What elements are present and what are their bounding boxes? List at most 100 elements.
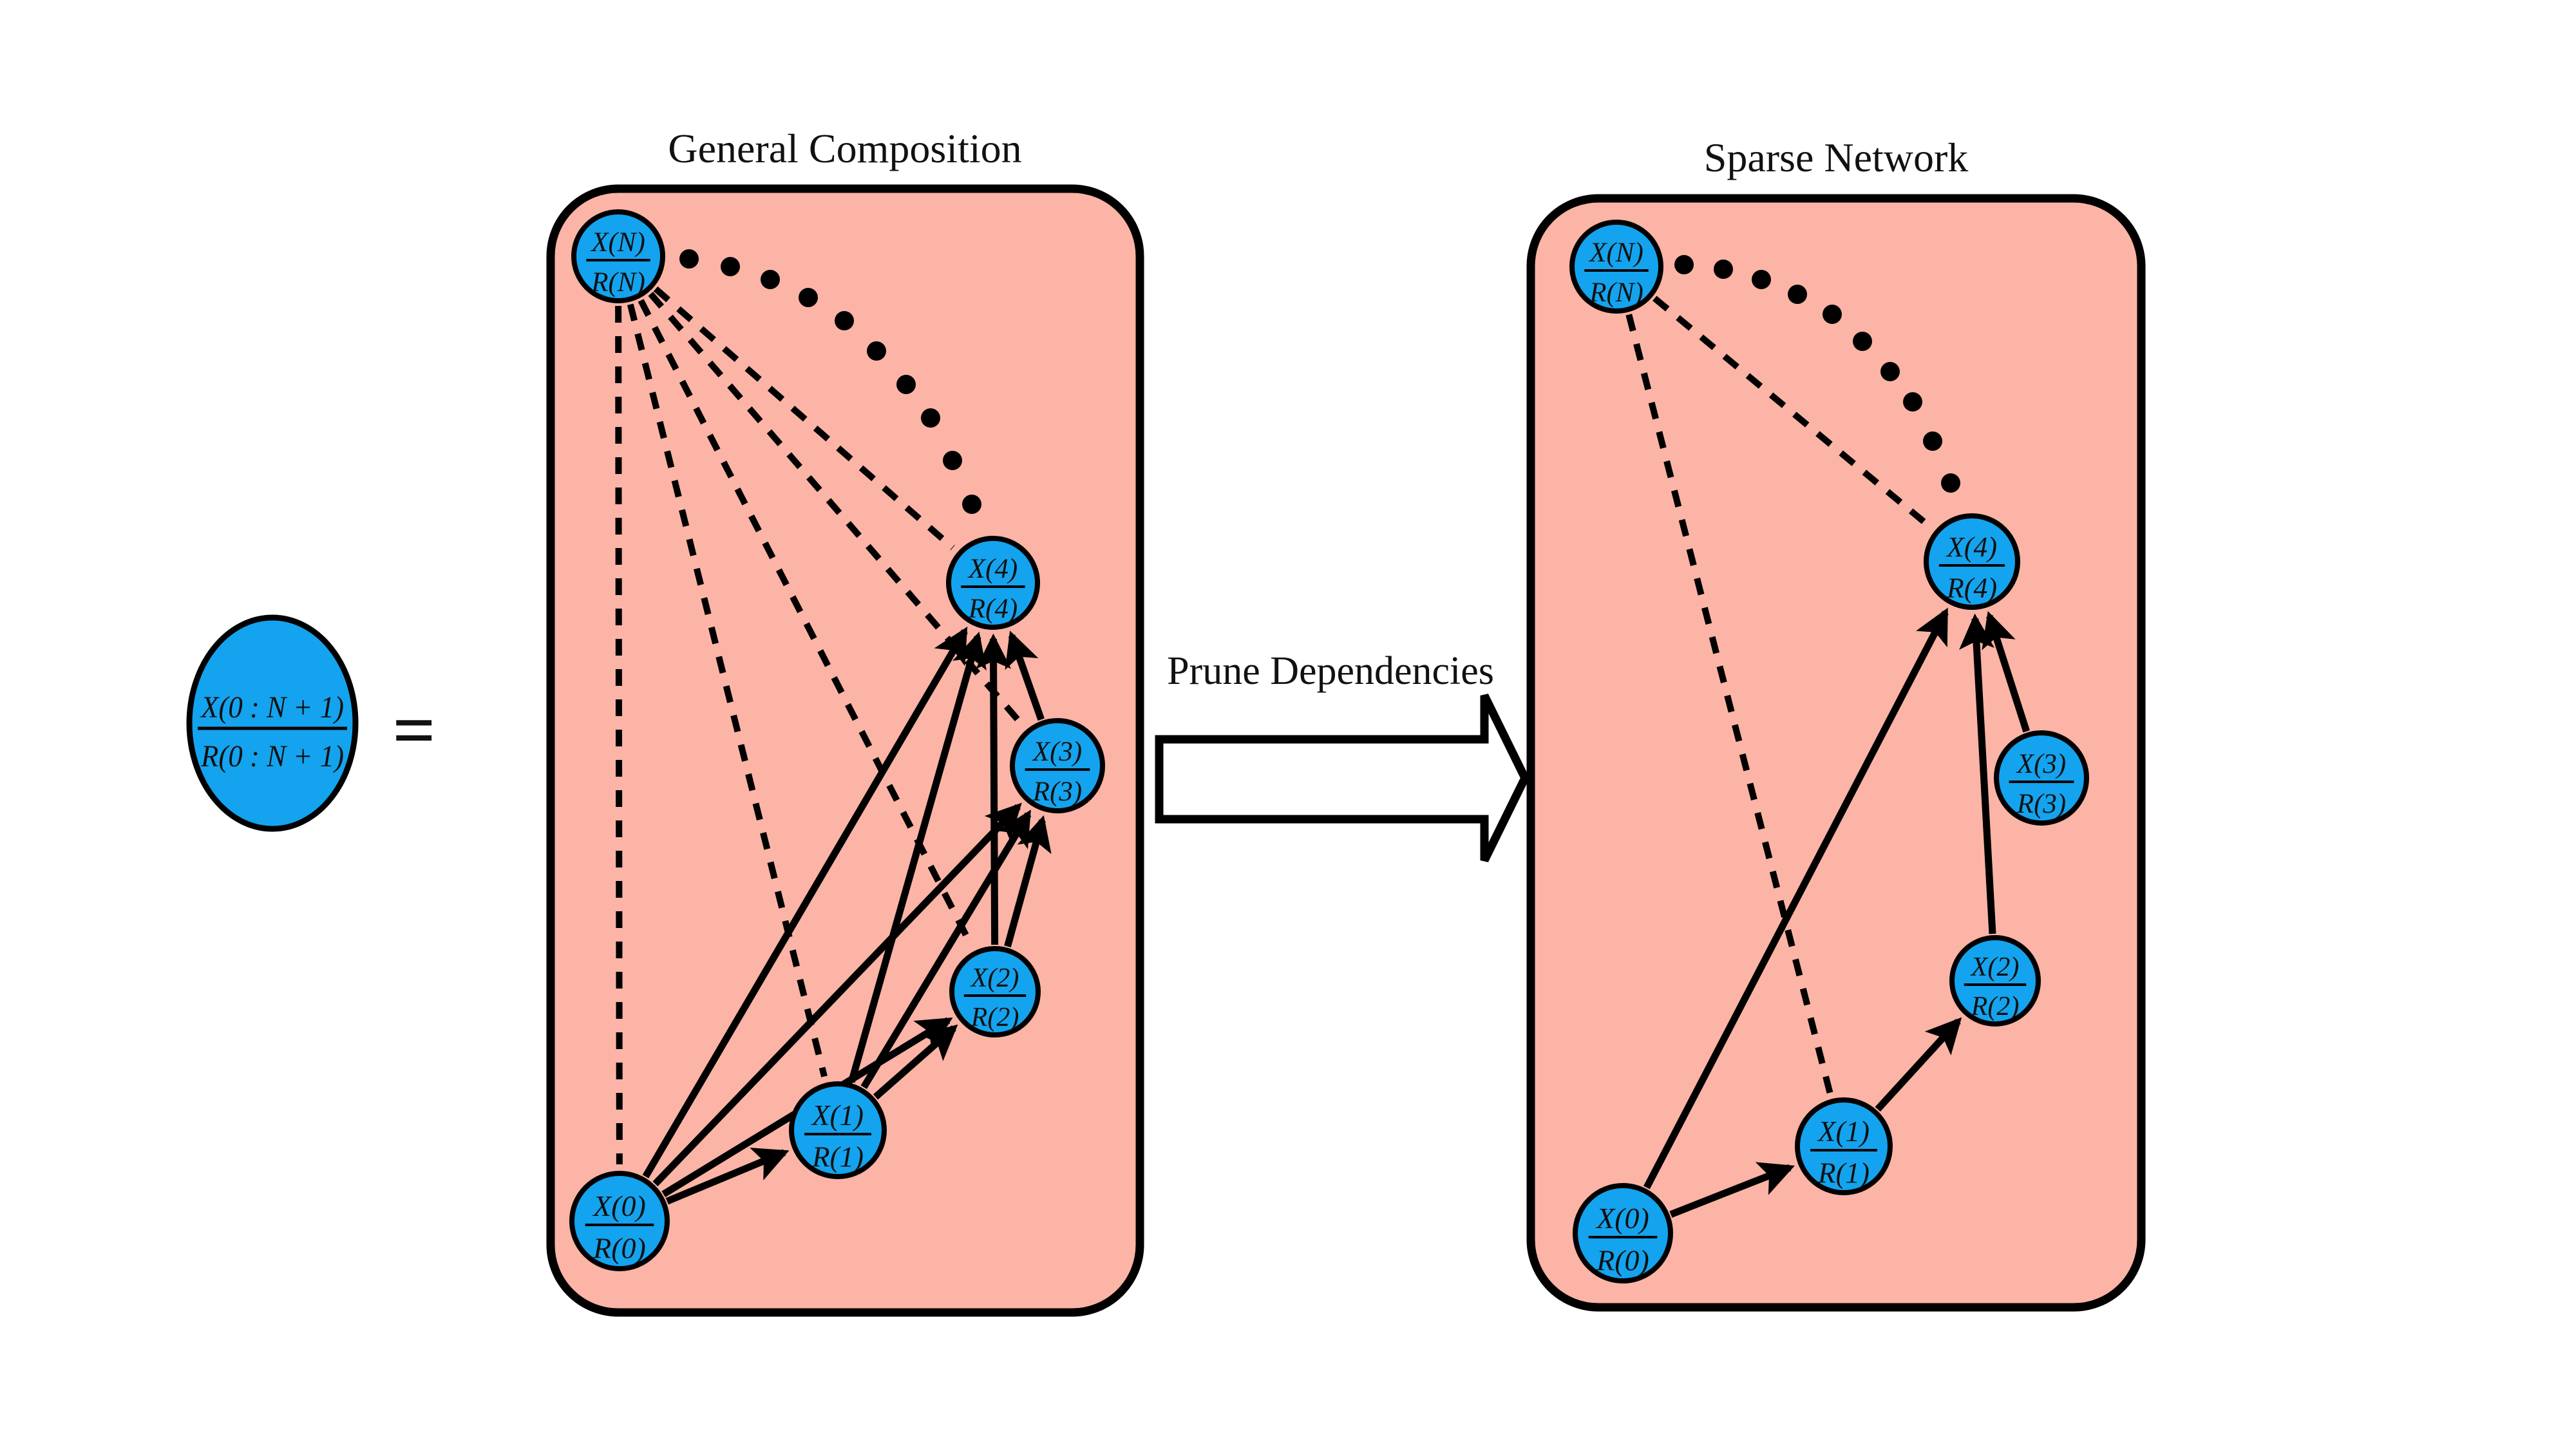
ellipsis-dot [1880,362,1900,381]
arrow-edge-1-2 [873,1024,958,1100]
ellipsis-dot [867,341,886,361]
node-denominator: R(2) [971,1003,1019,1032]
node-numerator: X(3) [2016,749,2066,779]
state-node-circle [1924,513,2020,610]
node-numerator: X(4) [1946,531,1997,563]
state-node-xN: X(N) R(N) [1569,220,1663,314]
ellipsis-dot [943,451,962,470]
general-panel-ellipsis [679,249,981,514]
state-node-x3: X(3) R(3) [1010,718,1105,813]
ellipsis-dot [1752,270,1771,289]
state-node-circle [1795,1097,1893,1195]
arrow-edge-1-3 [860,810,1032,1090]
dashed-edge-N-1 [1625,314,1833,1094]
general-panel-edges [615,286,1052,1205]
arrow-edge-2-4 [976,633,1012,945]
state-node-x3: X(3) R(3) [1994,730,2089,826]
arrow-edge-3-4 [1005,630,1045,721]
ellipsis-dot [721,257,740,276]
state-node-circle [1949,935,2041,1027]
ellipsis-dot [1788,285,1807,304]
node-numerator: X(0) [592,1189,646,1222]
arrow-edge-0-4 [1643,607,1949,1189]
ellipsis-dot [1853,332,1872,351]
state-node-x4: X(4)R(4) [946,536,1040,630]
arrow-edge-2-3 [1004,815,1052,948]
node-numerator: X(N) [1588,238,1643,268]
node-denominator: R(4) [1946,572,1997,603]
general-panel-nodes: X(N) R(N) X(4)R(4) X(3) R(3) X(2) R(2) X(1) R(1)… [569,209,1105,1271]
node-denominator: R(3) [1032,777,1082,807]
node-numerator: X(0) [1595,1202,1649,1235]
state-node-circle [949,946,1041,1037]
ellipsis-dot [1823,305,1842,324]
composite-node-numerator: X(0 : N + 1) [200,690,344,724]
node-numerator: X(2) [970,963,1019,993]
arrow-edge-0-1 [665,1148,790,1205]
dashed-edge-N-3 [648,292,1025,727]
node-numerator: X(1) [1817,1115,1870,1148]
node-denominator: R(N) [591,267,645,298]
state-node-circle [946,536,1040,630]
dashed-edge-N-0 [615,305,623,1165]
ellipsis-dot [921,408,940,428]
ellipsis-dot [835,311,854,330]
arrow-edge-1-2 [1875,1017,1962,1112]
arrow-edge-0-4 [642,626,968,1179]
node-denominator: R(N) [1589,278,1643,308]
general-composition-title: General Composition [668,126,1021,171]
state-node-x2: X(2) R(2) [1949,935,2041,1027]
ellipsis-dot [679,249,699,269]
sparse-network-panel: X(N) R(N) X(4) R(4) X(3) R(3) X(2) R(2) X(1) R(1)… [1526,194,2146,1312]
node-numerator: X(N) [590,227,645,258]
state-node-x1: X(1) R(1) [1795,1097,1893,1195]
composite-node-circle [186,614,359,832]
ellipsis-dot [896,375,916,394]
node-numerator: X(3) [1032,737,1082,767]
prune-arrow-group: Prune Dependencies [1155,649,1530,862]
dashed-edge-N-1 [627,303,828,1077]
arrow-edge-0-1 [1669,1162,1795,1218]
state-node-circle [1573,1183,1673,1283]
node-numerator: X(1) [811,1099,864,1132]
arrow-edge-1-4 [848,631,987,1083]
state-node-circle [1569,220,1663,314]
sparse-network-title: Sparse Network [1704,135,1969,180]
state-node-x0: X(0)R(0) [569,1171,670,1271]
node-denominator: R(1) [1817,1157,1870,1189]
ellipsis-dot [1714,260,1733,279]
arrow-edge-0-3 [652,802,1022,1187]
sparse-panel-background [1526,194,2146,1312]
arrow-edge-3-4 [1982,611,2030,733]
node-numerator: X(2) [1970,952,2020,982]
state-node-x1: X(1) R(1) [789,1081,887,1179]
prune-arrow-icon [1155,694,1530,862]
ellipsis-dot [761,270,780,289]
state-node-x2: X(2) R(2) [949,946,1041,1037]
sparse-panel-ellipsis [1674,255,1960,493]
state-node-circle [1994,730,2089,826]
ellipsis-dot [1903,392,1922,412]
sparse-panel-nodes: X(N) R(N) X(4) R(4) X(3) R(3) X(2) R(2) X(1) R(1)… [1569,220,2089,1283]
equals-sign: = [392,688,435,772]
state-node-circle [1010,718,1105,813]
node-denominator: R(3) [2016,789,2066,819]
composite-node-denominator: R(0 : N + 1) [200,739,344,773]
state-node-x0: X(0)R(0) [1573,1183,1673,1283]
node-denominator: R(1) [811,1141,864,1173]
sparse-panel-edges [1625,296,2030,1218]
state-node-circle [789,1081,887,1179]
state-node-circle [571,209,665,303]
state-node-xN: X(N) R(N) [571,209,665,303]
arrow-edge-2-4 [1959,613,1996,934]
ellipsis-dot [962,495,981,514]
node-denominator: R(2) [1971,992,2020,1021]
prune-arrow-label: Prune Dependencies [1167,649,1494,693]
dashed-edge-N-4 [653,286,955,551]
ellipsis-dot [1923,431,1942,451]
node-numerator: X(4) [967,554,1018,584]
state-node-circle [569,1171,670,1271]
general-composition-panel: X(N) R(N) X(4)R(4) X(3) R(3) X(2) R(2) X(1) R(1)… [546,184,1144,1317]
